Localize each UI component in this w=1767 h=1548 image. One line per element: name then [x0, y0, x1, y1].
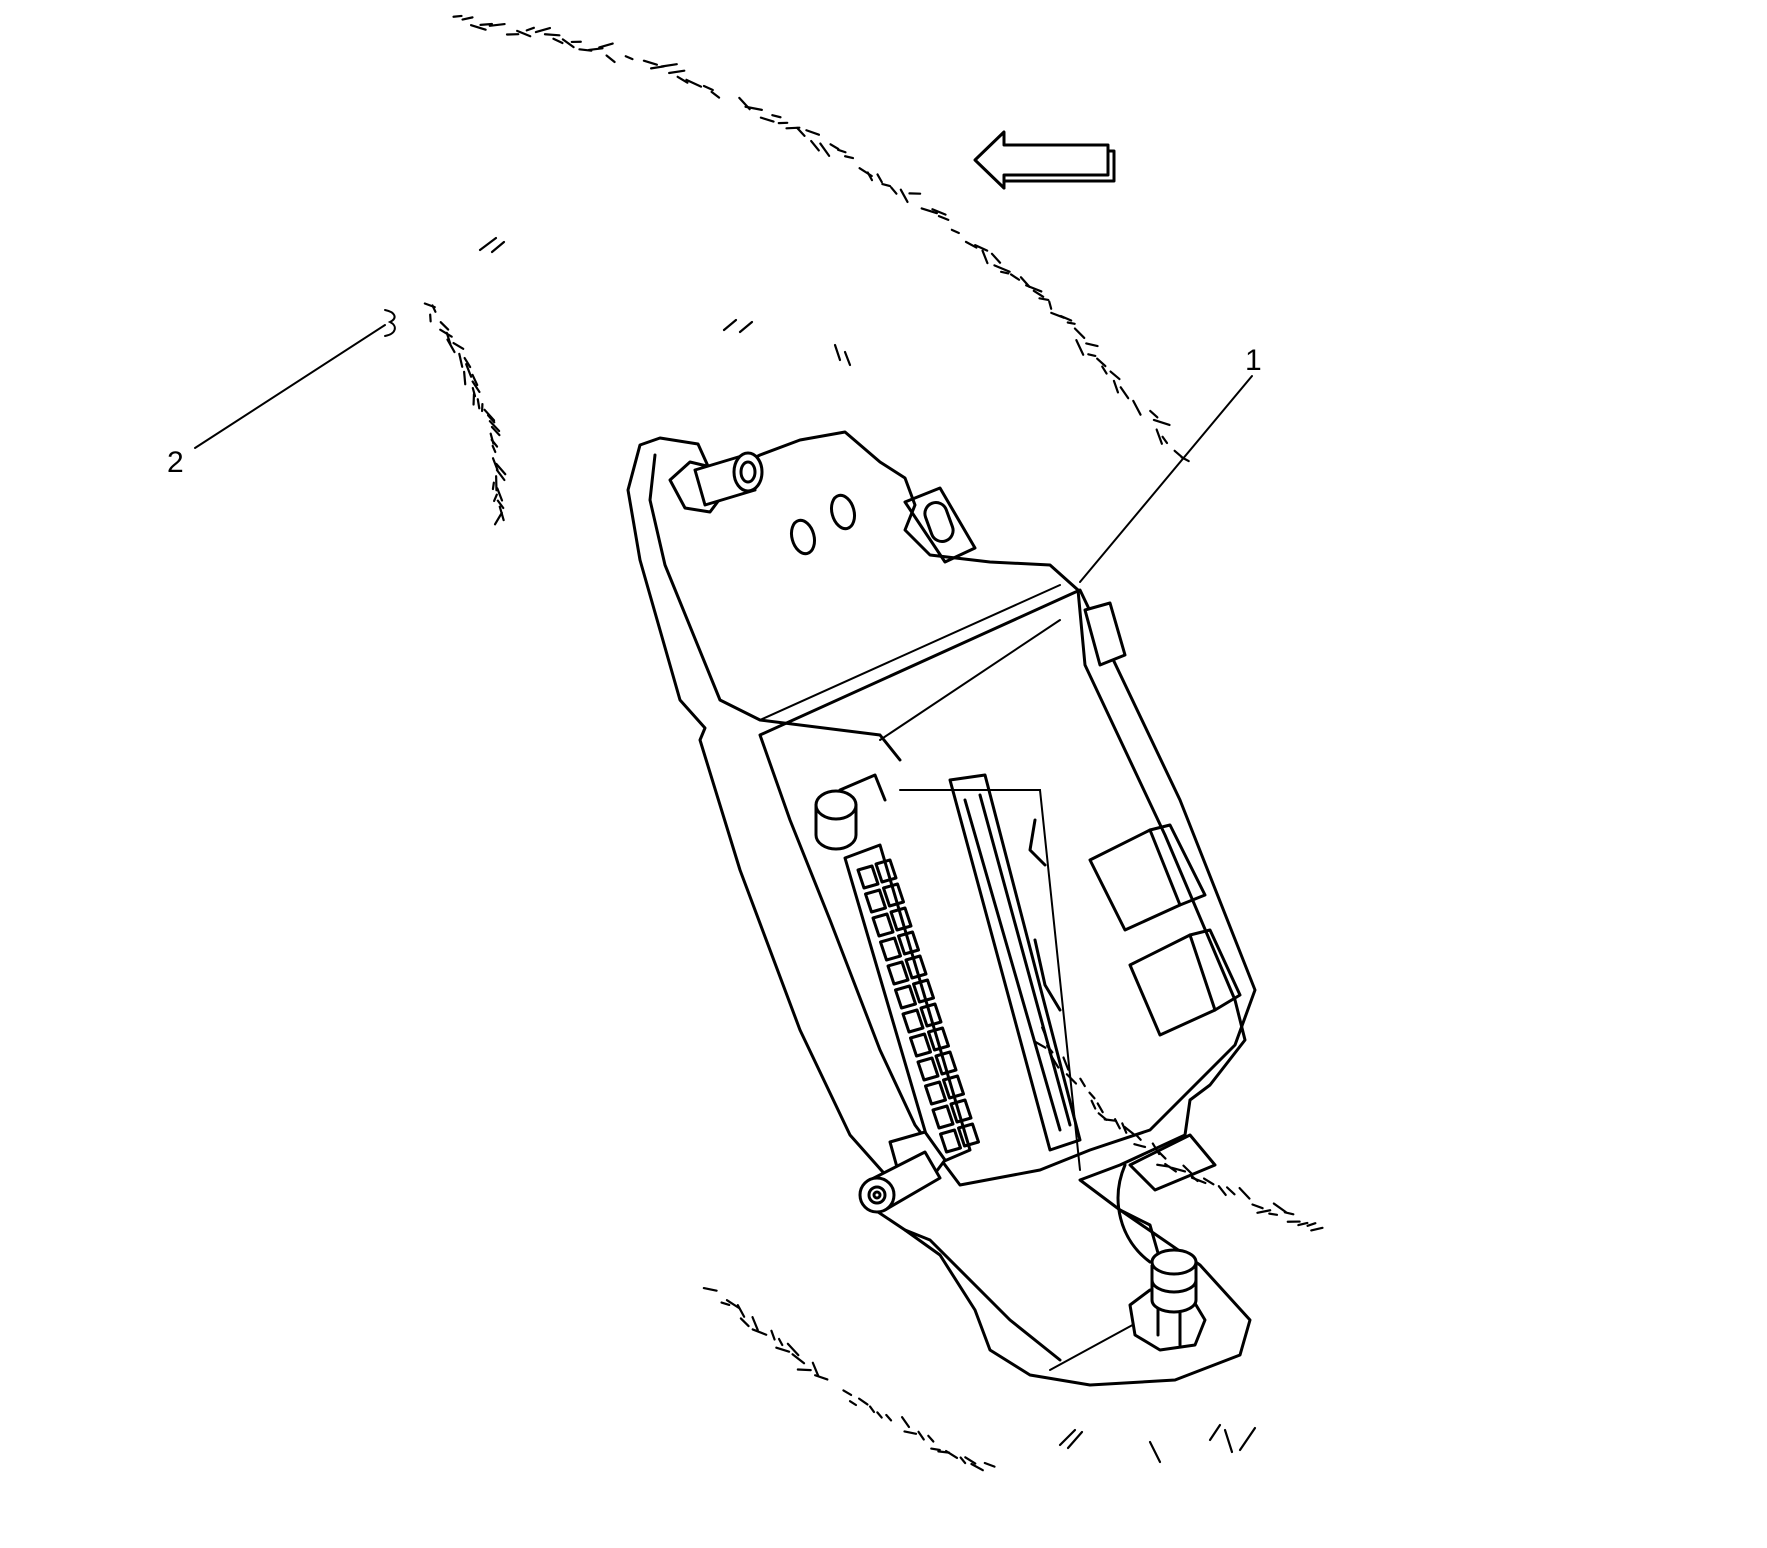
connector-terminal [957, 1122, 980, 1148]
connector-terminal [901, 1008, 925, 1034]
callout-2-label: 2 [167, 446, 184, 479]
connector-terminal [864, 888, 887, 914]
connector-terminal [879, 936, 902, 962]
connector-terminal [897, 930, 920, 956]
connector-terminal [912, 978, 935, 1004]
mounting-bracket [626, 430, 1252, 1387]
mounting-stud-top [668, 451, 764, 514]
connector-terminal [871, 912, 895, 938]
connector-terminal [924, 1080, 947, 1106]
connector-terminal [927, 1026, 950, 1052]
connector-terminal [889, 906, 913, 932]
callout-1: 1 [1079, 344, 1262, 583]
connector-terminal [931, 1104, 955, 1130]
connector-terminal [874, 858, 898, 884]
connector-terminal [886, 960, 910, 986]
connector-terminal [919, 1002, 943, 1028]
connector-terminal [939, 1128, 962, 1154]
connector-terminal [904, 954, 928, 980]
wiring-connector [843, 843, 980, 1167]
callout-1-label: 1 [1245, 344, 1262, 377]
connector-terminal [942, 1074, 965, 1100]
mounting-stud-bottom-left [858, 1130, 947, 1214]
connector-terminal [916, 1056, 940, 1082]
ground-lead [1116, 1163, 1152, 1264]
electronic-module [758, 588, 1257, 1187]
connector-terminal [934, 1050, 958, 1076]
direction-arrow-icon [973, 130, 1116, 190]
connector-terminal [894, 984, 917, 1010]
mounting-stud-bottom-right [1128, 1248, 1207, 1352]
connector-terminal [909, 1032, 932, 1058]
background-surface-hatching [423, 14, 1324, 1472]
connector-terminal [882, 882, 905, 908]
connector-terminal [949, 1098, 973, 1124]
connector-terminal [856, 864, 880, 890]
callout-2: 2 [167, 309, 396, 479]
